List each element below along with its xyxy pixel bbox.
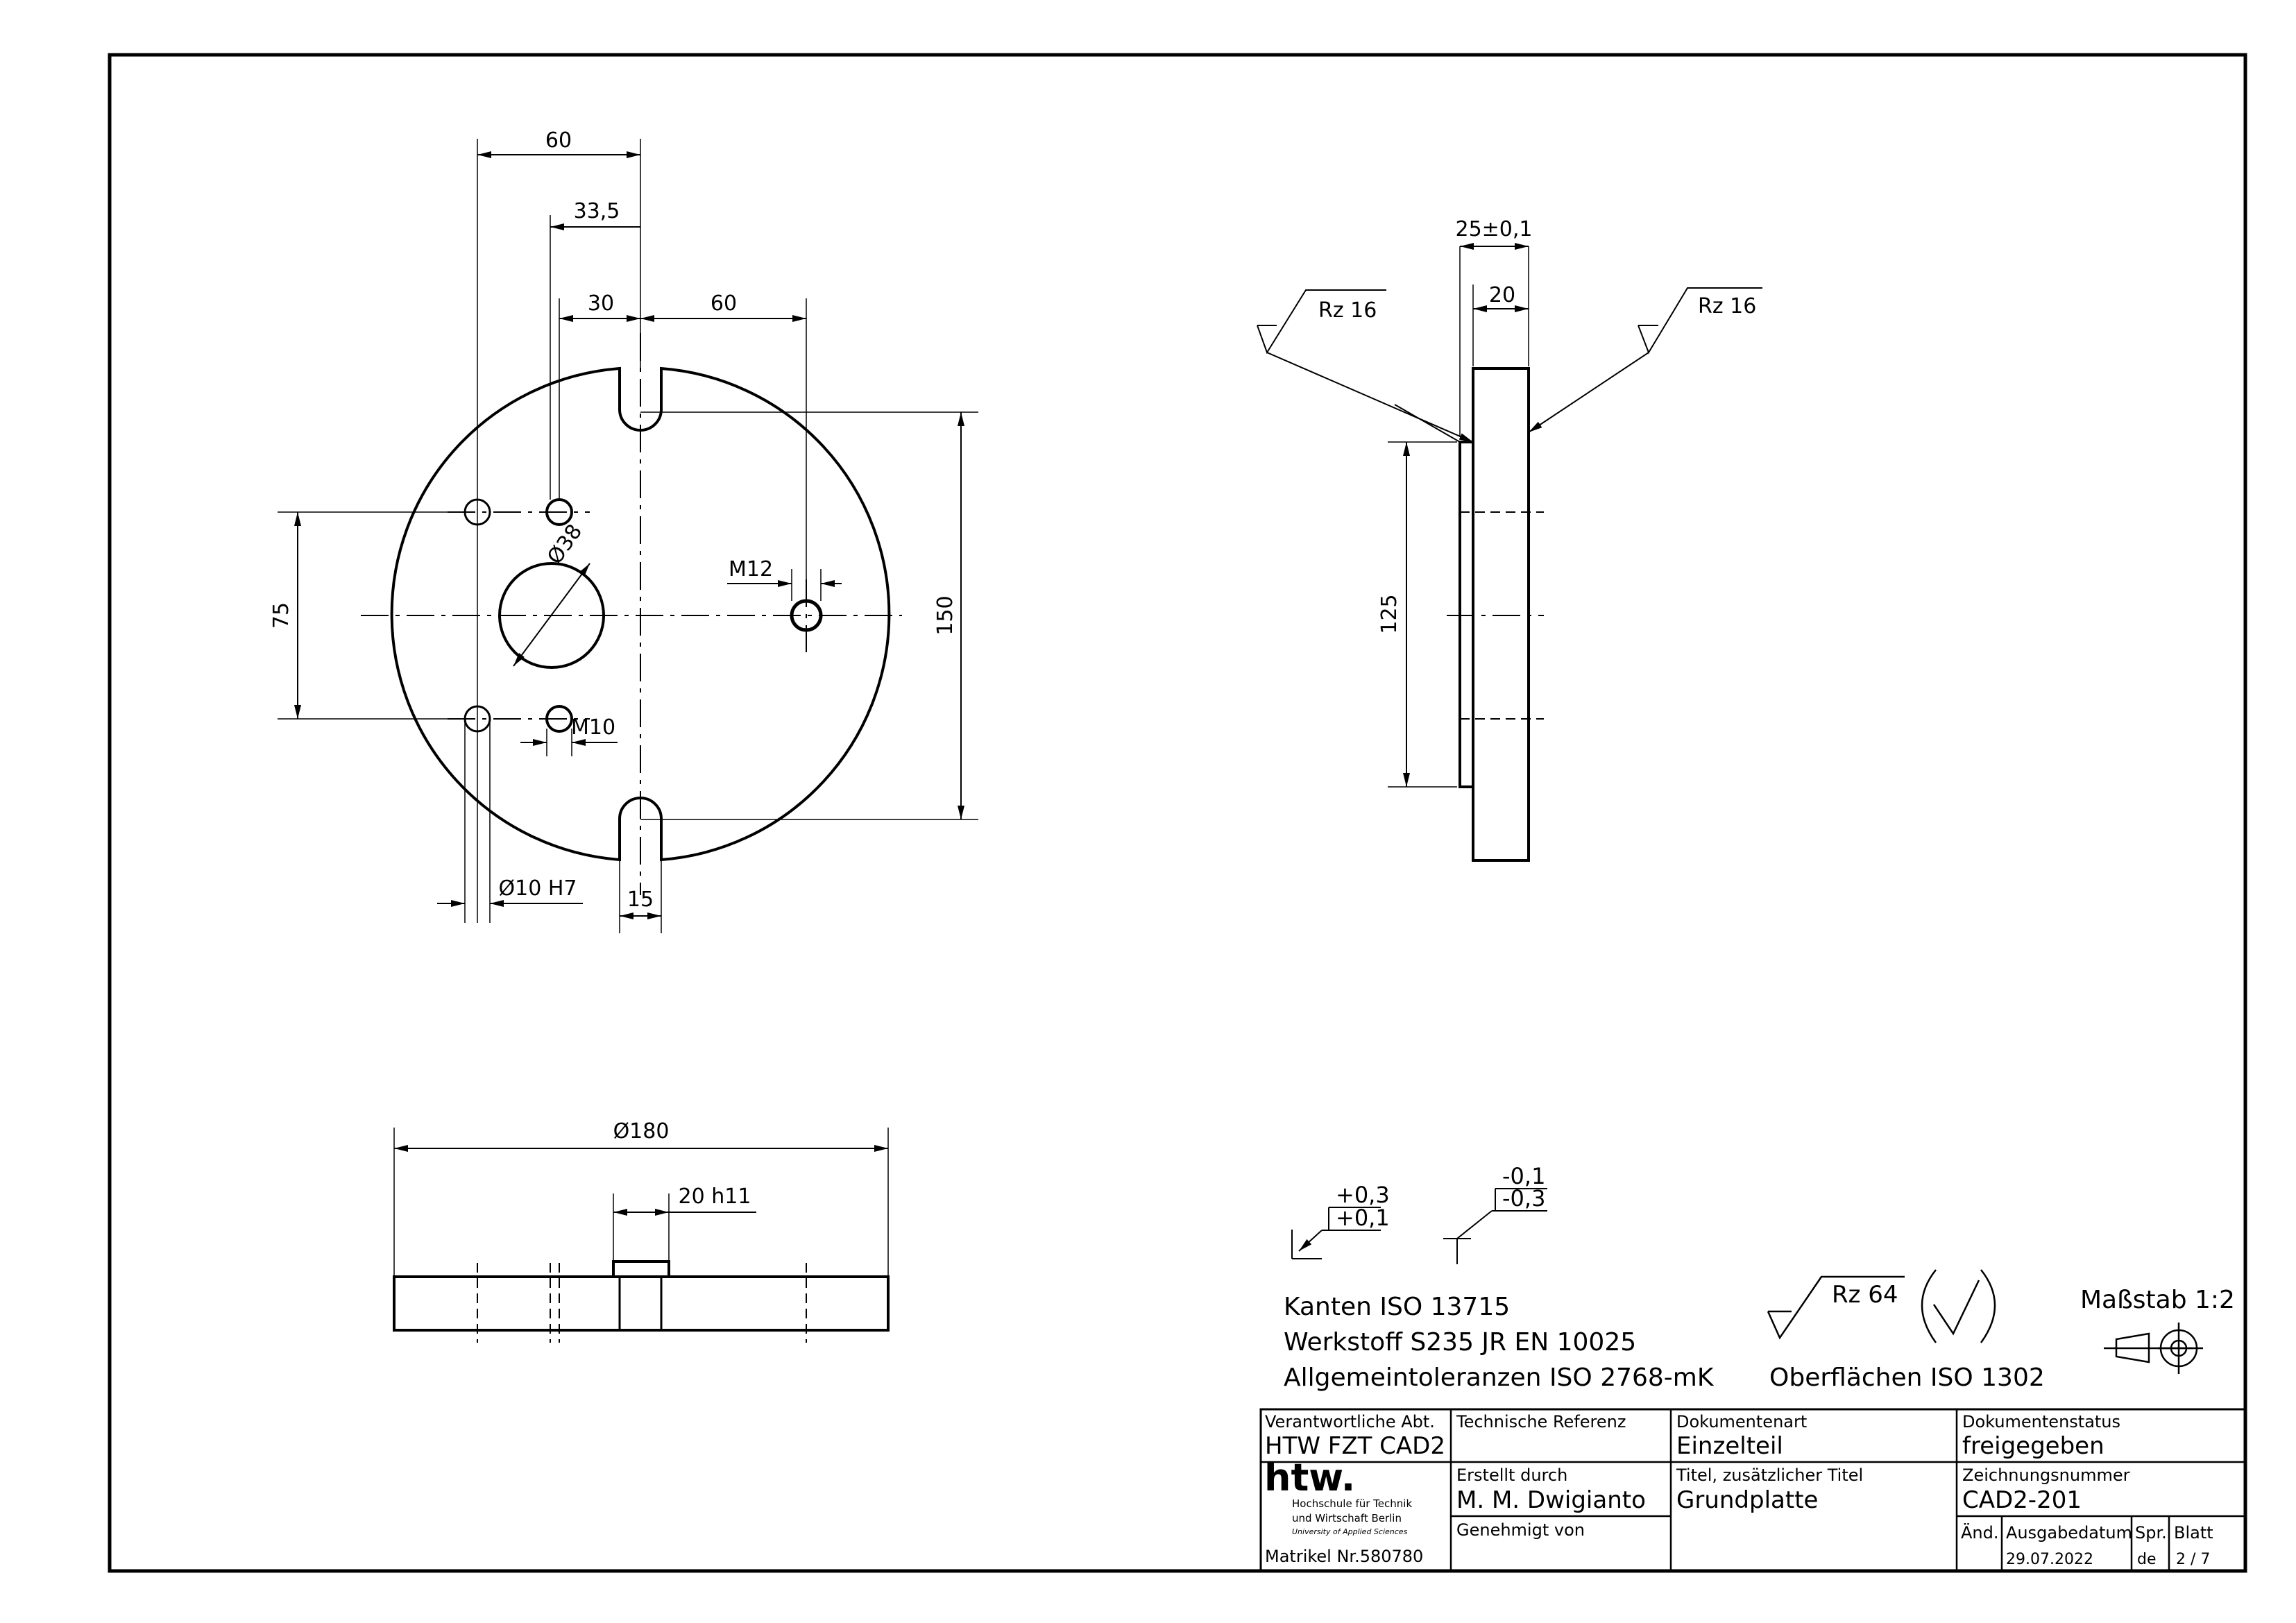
edge-inner-lower: -0,3 xyxy=(1502,1185,1545,1212)
plate-outline xyxy=(390,366,891,862)
dim-d180: Ø180 xyxy=(613,1119,670,1144)
tb-hochschule-line3: University of Applied Sciences xyxy=(1292,1527,1408,1536)
tb-ausgabedatum-value: 29.07.2022 xyxy=(2006,1551,2093,1568)
top-view-boss xyxy=(612,1260,670,1278)
tb-hochschule-line2: und Wirtschaft Berlin xyxy=(1292,1512,1402,1524)
dim-75: 75 xyxy=(269,602,294,629)
tb-technische-referenz-label: Technische Referenz xyxy=(1456,1412,1626,1431)
top-view-labels: Ø180 20 h11 xyxy=(613,1119,751,1209)
tb-ausgabedatum-label: Ausgabedatum xyxy=(2006,1523,2132,1543)
note-toleranzen: Allgemeintoleranzen ISO 2768-mK xyxy=(1284,1363,1715,1392)
tb-matrikel: Matrikel Nr.580780 xyxy=(1265,1547,1423,1566)
top-view-body xyxy=(393,1275,890,1332)
dim-15: 15 xyxy=(627,887,654,912)
tb-dokumentenstatus-label: Dokumentenstatus xyxy=(1962,1412,2120,1431)
edge-outer-lower: +0,1 xyxy=(1336,1205,1390,1231)
rz16-right-label: Rz 16 xyxy=(1698,294,1756,318)
dim-125: 125 xyxy=(1377,594,1402,634)
dim-150: 150 xyxy=(933,595,958,635)
note-massstab: Maßstab 1:2 xyxy=(2080,1286,2235,1314)
surface-symbol-left xyxy=(1257,289,1474,443)
tb-verantwortliche-label: Verantwortliche Abt. xyxy=(1265,1412,1435,1431)
tb-dokumentenart-value: Einzelteil xyxy=(1676,1432,1783,1460)
dim-33-5: 33,5 xyxy=(574,199,620,223)
tb-blatt-value: 2 / 7 xyxy=(2176,1551,2210,1568)
tb-aend-label: Änd. xyxy=(1961,1522,1999,1543)
edge-symbol-labels: +0,3 +0,1 -0,1 -0,3 xyxy=(1336,1163,1545,1231)
side-view-labels: 25±0,1 20 125 Rz 16 Rz 16 xyxy=(1318,217,1756,634)
rz16-left-label: Rz 16 xyxy=(1318,298,1377,323)
edge-symbol-inner xyxy=(1443,1188,1547,1264)
tb-erstellt-label: Erstellt durch xyxy=(1456,1465,1567,1485)
dim-d38: Ø38 xyxy=(543,520,587,569)
dim-d10-h7: Ø10 H7 xyxy=(499,876,577,901)
dim-25-tol: 25±0,1 xyxy=(1455,217,1532,241)
tb-titel-value: Grundplatte xyxy=(1676,1486,1818,1514)
dim-60-top: 60 xyxy=(545,128,572,153)
tb-dokumentenart-label: Dokumentenart xyxy=(1676,1412,1807,1431)
tb-titel-label: Titel, zusätzlicher Titel xyxy=(1676,1465,1863,1485)
edge-inner-upper: -0,1 xyxy=(1502,1163,1545,1189)
dim-60-right: 60 xyxy=(711,291,737,316)
dim-20-h11: 20 h11 xyxy=(679,1184,751,1209)
htw-logo: htw. xyxy=(1264,1456,1355,1499)
front-view xyxy=(278,139,978,933)
note-oberflaechen: Oberflächen ISO 1302 xyxy=(1769,1363,2045,1392)
tb-spr-label: Spr. xyxy=(2135,1523,2167,1543)
dim-30: 30 xyxy=(588,291,614,316)
front-view-labels: 60 33,5 30 60 Ø38 M12 M10 75 150 Ø10 H7 … xyxy=(269,128,958,912)
rz64-label: Rz 64 xyxy=(1832,1281,1898,1309)
side-view xyxy=(1257,243,1762,862)
tb-zeichnungsnummer-value: CAD2-201 xyxy=(1962,1486,2082,1514)
dim-m10: M10 xyxy=(571,715,615,740)
edge-symbol-outer xyxy=(1291,1207,1381,1259)
drawing-frame xyxy=(108,53,2247,1573)
tb-erstellt-value: M. M. Dwigianto xyxy=(1456,1486,1646,1514)
tb-spr-value: de xyxy=(2137,1551,2157,1568)
projection-symbol-icon xyxy=(2104,1323,2203,1374)
tb-hochschule-line1: Hochschule für Technik xyxy=(1292,1497,1412,1510)
tb-zeichnungsnummer-label: Zeichnungsnummer xyxy=(1962,1465,2130,1485)
general-notes: Kanten ISO 13715 Werkstoff S235 JR EN 10… xyxy=(1284,1281,2235,1392)
title-block-text: Verantwortliche Abt. HTW FZT CAD2 Techni… xyxy=(1264,1412,2213,1568)
surface-symbol-right xyxy=(1528,287,1762,433)
top-view xyxy=(393,1128,890,1343)
note-kanten: Kanten ISO 13715 xyxy=(1284,1293,1510,1321)
tb-blatt-label: Blatt xyxy=(2174,1523,2213,1543)
tb-genehmigt-label: Genehmigt von xyxy=(1456,1520,1585,1540)
dim-20-side: 20 xyxy=(1489,283,1515,307)
check-icon xyxy=(1932,1280,1980,1336)
general-surface-symbol xyxy=(1767,1269,1996,1343)
title-block xyxy=(1259,1408,2247,1572)
edge-outer-upper: +0,3 xyxy=(1336,1182,1390,1208)
side-view-boss xyxy=(1459,441,1474,788)
tb-dokumentenstatus-value: freigegeben xyxy=(1962,1432,2104,1460)
tb-verantwortliche-value: HTW FZT CAD2 xyxy=(1265,1432,1445,1460)
note-werkstoff: Werkstoff S235 JR EN 10025 xyxy=(1284,1328,1636,1357)
side-view-body xyxy=(1472,367,1530,862)
dim-m12: M12 xyxy=(729,557,773,581)
